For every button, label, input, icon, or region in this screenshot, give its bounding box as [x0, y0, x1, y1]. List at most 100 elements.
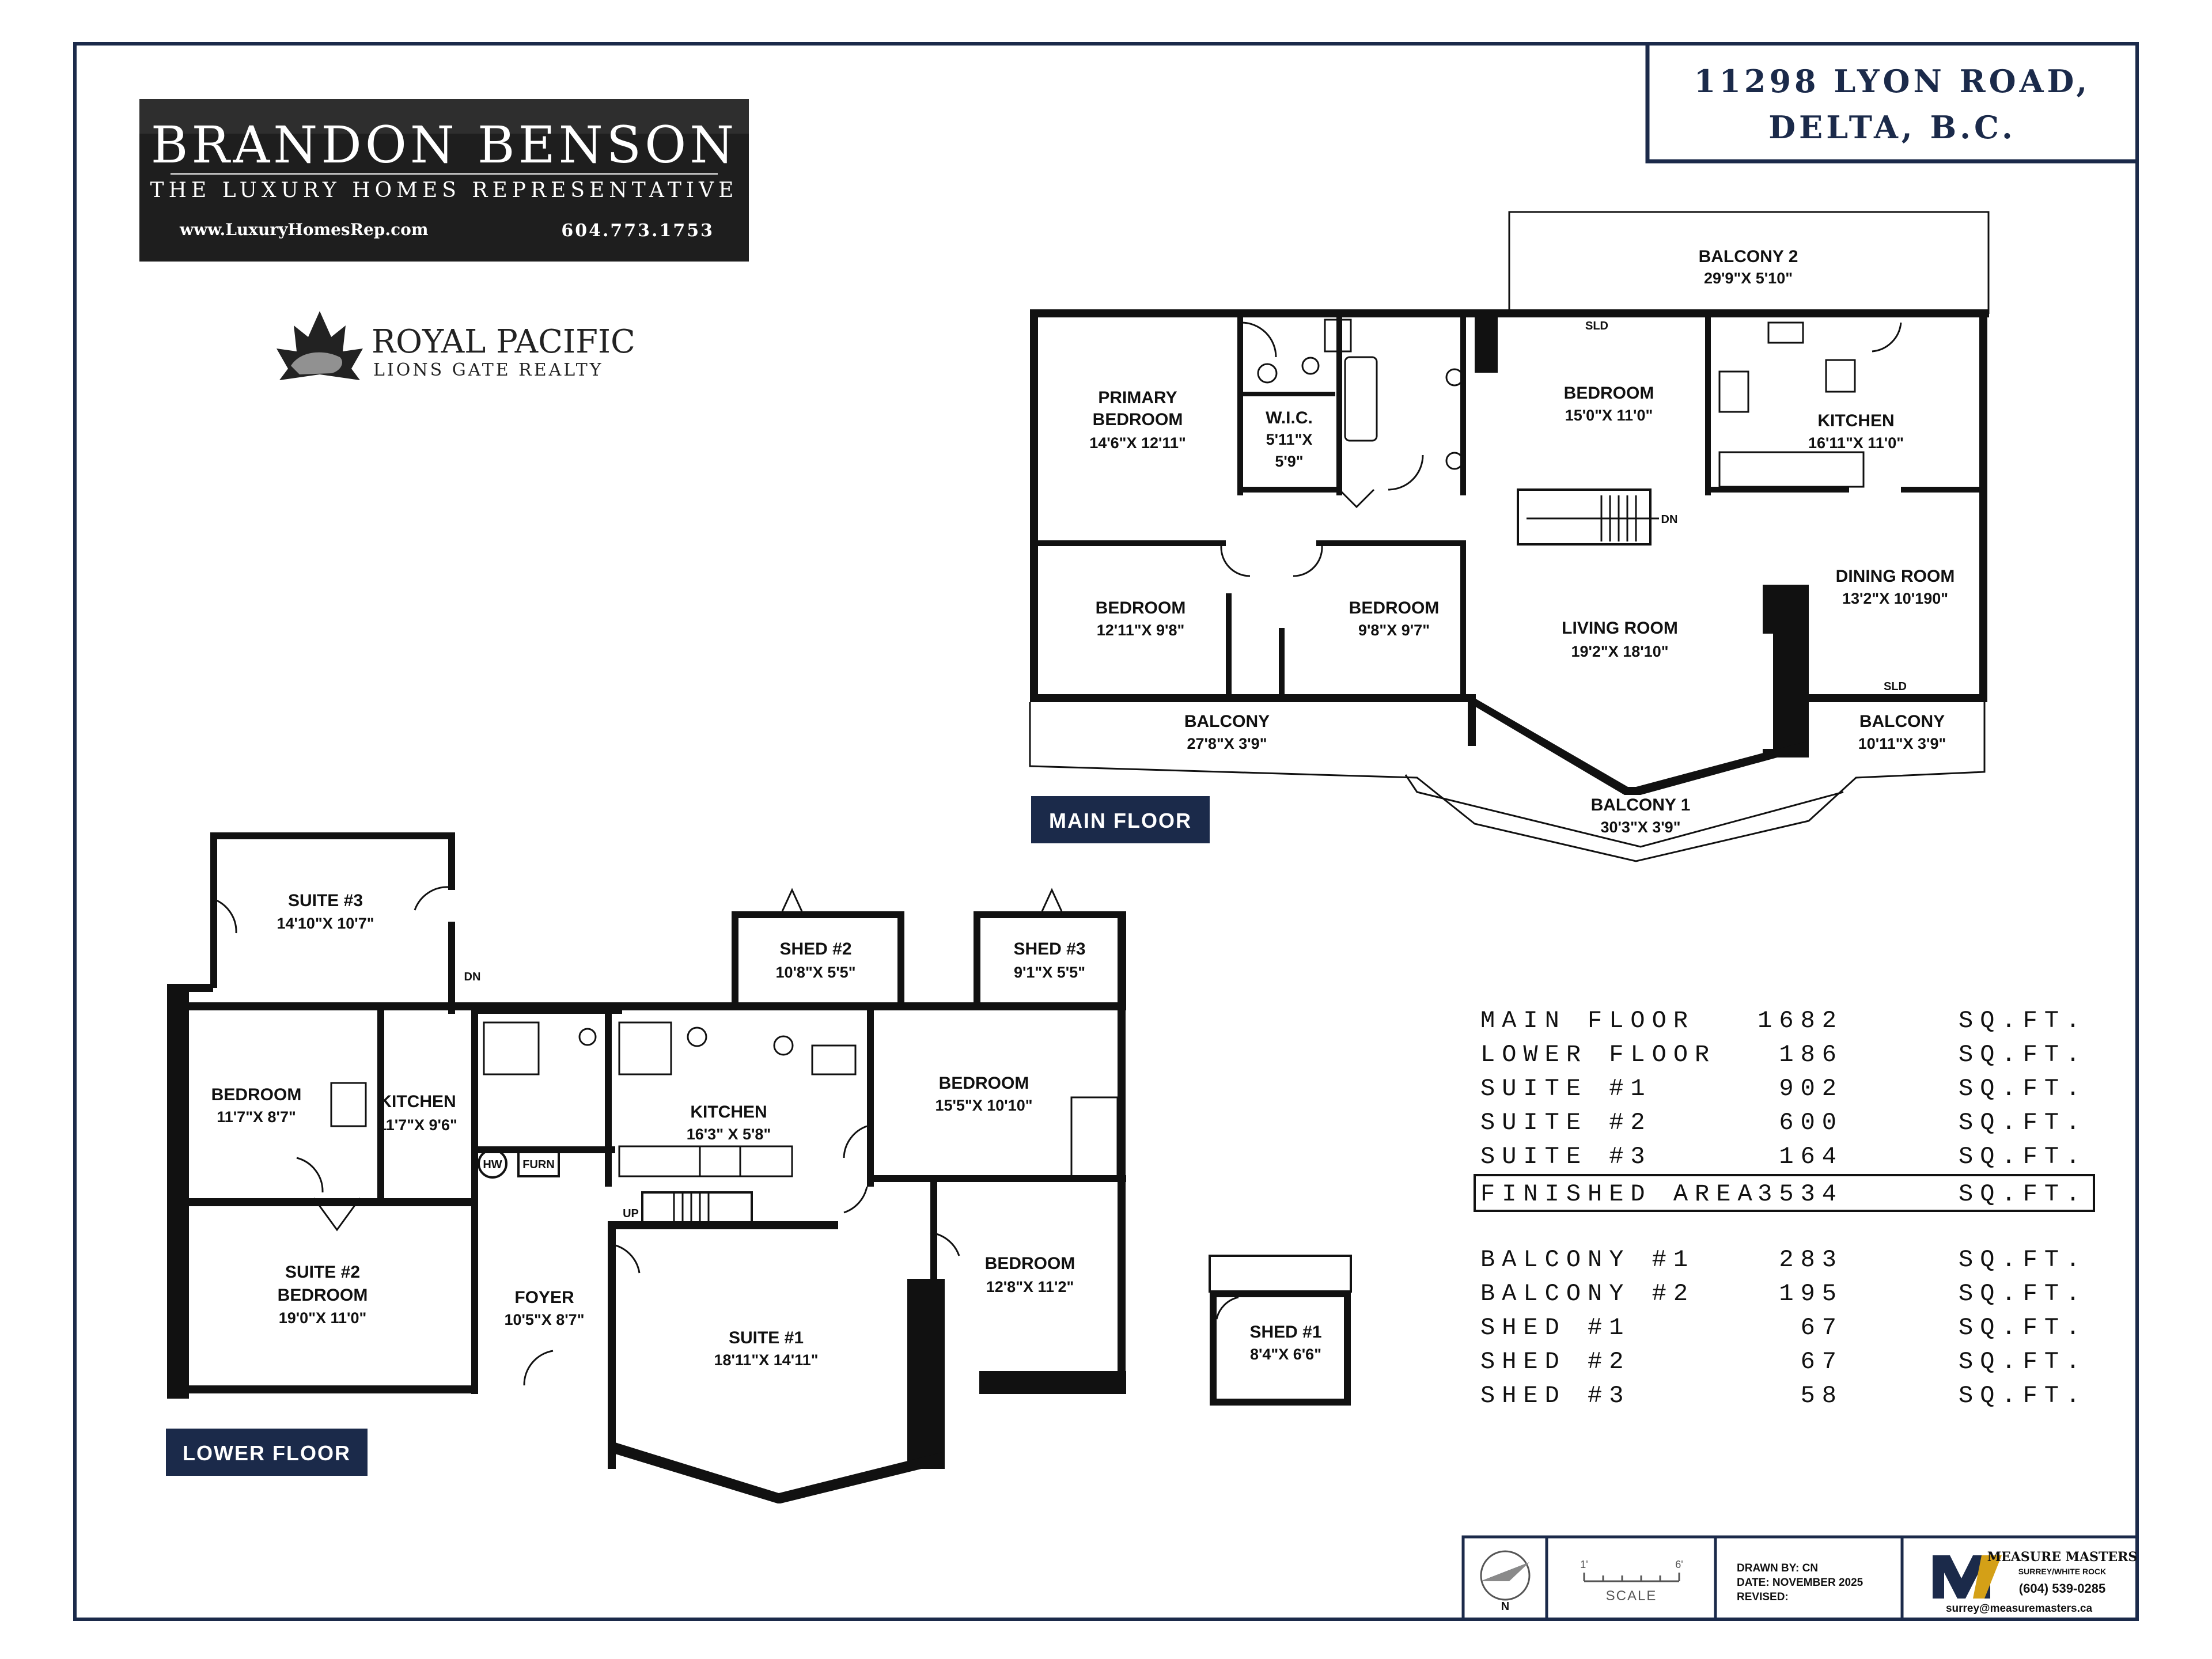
address-line-2: DELTA, B.C. — [1768, 109, 2016, 146]
svg-text:SUITE #2: SUITE #2 — [1480, 1109, 1652, 1137]
compass-icon — [1480, 1550, 1531, 1601]
svg-text:SHED #2: SHED #2 — [1480, 1348, 1630, 1376]
svg-text:MAIN FLOOR: MAIN FLOOR — [1049, 809, 1192, 832]
area-row-total: FINISHED AREA 3534 SQ.FT. — [1474, 1174, 2095, 1212]
main-living-room-name: LIVING ROOM — [1562, 619, 1678, 638]
main-sld-top: SLD — [1585, 320, 1608, 332]
svg-text:BALCONY #1: BALCONY #1 — [1480, 1246, 1695, 1274]
svg-text:67: 67 — [1801, 1348, 1843, 1376]
lower-kitchen-2-dim: 16'3" X 5'8" — [687, 1126, 771, 1143]
lower-suite3-name: SUITE #3 — [288, 891, 363, 910]
svg-text:283: 283 — [1779, 1246, 1843, 1274]
area-row: SHED #3 58 SQ.FT. — [1480, 1382, 2087, 1410]
svg-text:MAIN FLOOR: MAIN FLOOR — [1480, 1007, 1695, 1035]
main-bedroom-a-dim: 15'0"X 11'0" — [1565, 407, 1653, 424]
svg-text:BALCONY #2: BALCONY #2 — [1480, 1280, 1695, 1308]
main-bedroom-c-dim: 9'8"X 9'7" — [1358, 622, 1430, 639]
main-bedroom-a-name: BEDROOM — [1564, 384, 1654, 403]
lower-suite1-name: SUITE #1 — [729, 1328, 804, 1347]
measure-masters-logo-icon — [1933, 1555, 2002, 1599]
main-bedroom-b-name: BEDROOM — [1096, 599, 1186, 618]
main-dn-mark: DN — [1661, 513, 1678, 526]
lower-shed2-name: SHED #2 — [779, 940, 851, 959]
svg-text:SUITE #3: SUITE #3 — [1480, 1143, 1652, 1171]
agent-tagline: THE LUXURY HOMES REPRESENTATIVE — [150, 179, 738, 202]
svg-text:195: 195 — [1779, 1280, 1843, 1308]
lower-stairs — [641, 1191, 753, 1225]
main-balcony-left-dim: 27'8"X 3'9" — [1187, 735, 1267, 752]
scale-end: 6' — [1675, 1559, 1683, 1570]
company-name: MEASURE MASTERS — [1987, 1550, 2138, 1565]
main-bedroom-c-name: BEDROOM — [1349, 599, 1440, 618]
svg-text:SQ.FT.: SQ.FT. — [1959, 1348, 2087, 1376]
brokerage-sub: LIONS GATE REALTY — [373, 360, 604, 380]
lower-bedroom-1-name: BEDROOM — [211, 1085, 302, 1104]
main-floor-badge: MAIN FLOOR — [1031, 796, 1210, 843]
svg-text:LOWER FLOOR: LOWER FLOOR — [1480, 1041, 1716, 1069]
main-wic-dim2: 5'9" — [1275, 453, 1303, 470]
svg-text:SQ.FT.: SQ.FT. — [1959, 1180, 2087, 1208]
svg-text:600: 600 — [1779, 1109, 1843, 1137]
main-sld-dining: SLD — [1884, 680, 1907, 693]
lower-floor-badge: LOWER FLOOR — [166, 1429, 368, 1476]
lower-bedroom-1-dim: 11'7"X 8'7" — [217, 1108, 296, 1126]
lower-suite1-dim: 18'11"X 14'11" — [714, 1351, 818, 1369]
main-floor-plan: BALCONY 2 29'9"X 5'10" SLD PRIMARY BEDRO… — [1029, 211, 1990, 862]
lower-bedroom-3-name: BEDROOM — [985, 1254, 1075, 1273]
area-table: MAIN FLOOR 1682 SQ.FT. LOWER FLOOR 186 S… — [1474, 1007, 2095, 1410]
scale-start: 1' — [1580, 1559, 1588, 1570]
svg-text:SQ.FT.: SQ.FT. — [1959, 1143, 2087, 1171]
main-stairs — [1517, 488, 1659, 546]
main-living-room-dim: 19'2"X 18'10" — [1571, 643, 1668, 660]
lower-shed3-name: SHED #3 — [1013, 940, 1085, 959]
main-wic-dim1: 5'11"X — [1266, 431, 1313, 448]
agent-website: www.LuxuryHomesRep.com — [179, 220, 428, 239]
svg-text:1682: 1682 — [1758, 1007, 1843, 1035]
area-row: SUITE #3 164 SQ.FT. — [1480, 1143, 2087, 1171]
svg-text:SQ.FT.: SQ.FT. — [1959, 1109, 2087, 1137]
main-wic-name: W.I.C. — [1266, 408, 1313, 427]
lower-dn-mark: DN — [464, 971, 481, 983]
area-row: SUITE #2 600 SQ.FT. — [1480, 1109, 2087, 1137]
lower-foyer-dim: 10'5"X 8'7" — [504, 1311, 584, 1328]
north-label: N — [1501, 1600, 1509, 1613]
svg-text:SQ.FT.: SQ.FT. — [1959, 1041, 2087, 1069]
address-block: 11298 LYON ROAD, DELTA, B.C. — [1645, 44, 2137, 164]
lower-shed1-name: SHED #1 — [1249, 1323, 1321, 1342]
agent-name: BRANDON BENSON — [151, 115, 737, 175]
lower-shed2-dim: 10'8"X 5'5" — [775, 964, 855, 981]
address-line-1: 11298 LYON ROAD, — [1694, 63, 2090, 100]
svg-text:SQ.FT.: SQ.FT. — [1959, 1280, 2087, 1308]
svg-text:SUITE #1: SUITE #1 — [1480, 1075, 1652, 1103]
lower-furn-mark: FURN — [522, 1158, 555, 1171]
sheet-border — [73, 42, 2139, 1621]
main-balcony-right-dim: 10'11"X 3'9" — [1858, 735, 1946, 752]
lower-bedroom-2-name: BEDROOM — [939, 1074, 1029, 1093]
title-block: N 1' 6' SCALE DRAWN BY: CN DATE: NOVEMBE… — [1461, 1535, 2139, 1621]
lower-suite2-name1: SUITE #2 — [285, 1263, 360, 1282]
lower-shed3-dim: 9'1"X 5'5" — [1014, 964, 1085, 981]
lower-suite2-name2: BEDROOM — [278, 1286, 368, 1305]
furnace-icon — [517, 1151, 560, 1177]
hot-water-tank-icon — [478, 1149, 507, 1179]
svg-text:SQ.FT.: SQ.FT. — [1959, 1007, 2087, 1035]
brokerage-name: ROYAL PACIFIC — [372, 323, 635, 361]
main-balcony1-dim: 30'3"X 3'9" — [1600, 819, 1680, 836]
main-primary-bedroom-name2: BEDROOM — [1093, 410, 1183, 429]
svg-text:SHED #1: SHED #1 — [1480, 1314, 1630, 1342]
lower-shed1-dim: 8'4"X 6'6" — [1250, 1346, 1321, 1363]
main-primary-bedroom-name1: PRIMARY — [1098, 388, 1177, 407]
main-balcony2-name: BALCONY 2 — [1699, 247, 1798, 266]
drawing-date: DATE: NOVEMBER 2025 — [1737, 1577, 1863, 1589]
agent-phone: 604.773.1753 — [561, 221, 714, 241]
svg-text:164: 164 — [1779, 1143, 1843, 1171]
company-sub: SURREY/WHITE ROCK — [2018, 1567, 2106, 1576]
lower-floor-plan: HW FURN SUITE #3 14'10"X 10'7" DN SHED #… — [167, 832, 1352, 1503]
main-dining-room-dim: 13'2"X 10'190" — [1842, 590, 1948, 607]
svg-text:SQ.FT.: SQ.FT. — [1959, 1246, 2087, 1274]
svg-text:SQ.FT.: SQ.FT. — [1959, 1382, 2087, 1410]
company-email: surrey@measuremasters.ca — [1946, 1603, 2093, 1615]
svg-text:SQ.FT.: SQ.FT. — [1959, 1314, 2087, 1342]
svg-text:FINISHED AREA: FINISHED AREA — [1480, 1180, 1759, 1208]
